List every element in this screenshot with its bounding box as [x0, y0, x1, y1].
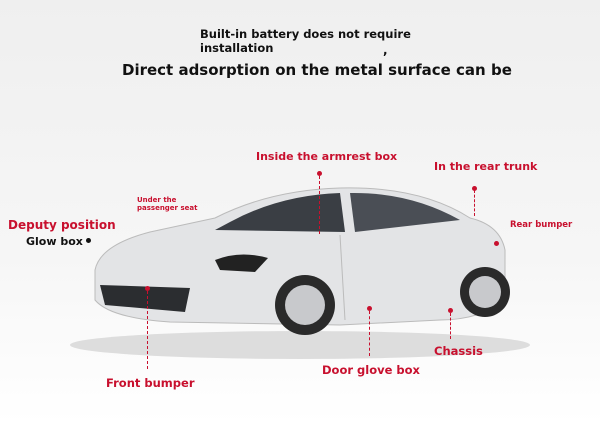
label-door-glove-box: Door glove box: [322, 363, 420, 377]
label-rear-bumper: Rear bumper: [510, 220, 573, 230]
label-rear-trunk: In the rear trunk: [434, 160, 538, 173]
marker-rear-bumper: [494, 241, 499, 246]
marker-door-glove: [367, 306, 372, 311]
label-glow-box: Glow box: [26, 235, 83, 248]
leader-chassis: [450, 313, 451, 339]
leader-armrest: [319, 176, 320, 234]
leader-door-glove: [369, 311, 370, 356]
marker-glow-box: [86, 238, 91, 243]
heading-main: Direct adsorption on the metal surface c…: [122, 61, 512, 79]
marker-armrest: [317, 171, 322, 176]
marker-chassis: [448, 308, 453, 313]
heading-line1: Built-in battery does not require: [200, 27, 411, 41]
marker-front-bumper: [145, 286, 150, 291]
leader-rear-trunk: [474, 190, 475, 216]
heading-line2: installation: [200, 41, 274, 55]
label-deputy-position: Deputy position: [8, 218, 116, 232]
heading-comma: ,: [383, 43, 388, 57]
label-chassis: Chassis: [434, 344, 483, 358]
leader-front-bumper: [147, 291, 148, 369]
label-armrest: Inside the armrest box: [256, 150, 398, 163]
label-front-bumper: Front bumper: [106, 376, 195, 390]
marker-rear-trunk: [472, 186, 477, 191]
label-under-seat: Under the passenger seat: [137, 196, 198, 212]
